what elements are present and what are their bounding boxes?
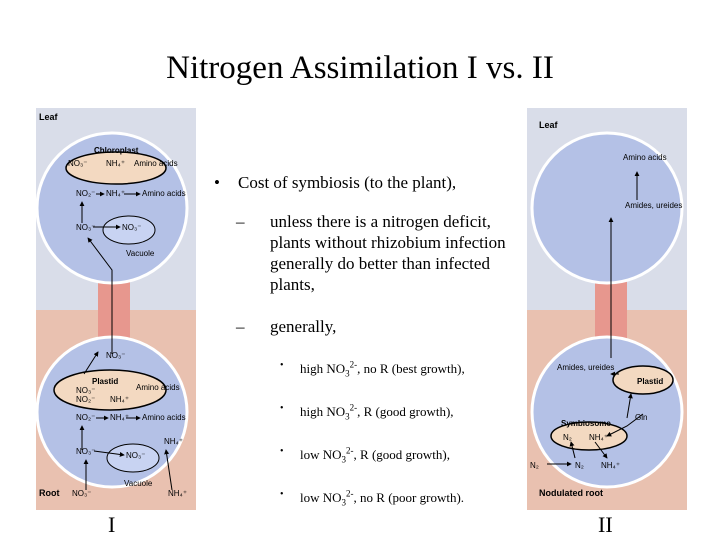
gln-label: Gln	[635, 413, 647, 422]
leaf-nh4: NH₄⁺	[106, 189, 125, 198]
plastid	[53, 369, 167, 411]
condition-list: • high NO32-, no R (best growth), • high NO…	[214, 355, 524, 514]
mid-n2: N₂	[575, 461, 584, 470]
leaf-cell	[530, 131, 684, 285]
right-diagram: Leaf Amino acids Amides, ureides Amides,…	[527, 108, 687, 510]
amides-label: Amides, ureides	[625, 201, 682, 210]
side-nh4: NH₄⁺	[164, 437, 183, 446]
chl-nh4: NH₄⁺	[106, 159, 125, 168]
condition-text: high NO32-, no R (best growth),	[300, 360, 465, 379]
small-bullet-marker: •	[280, 488, 284, 500]
pl-no2: NO₂⁻	[76, 395, 95, 404]
chl-no3: NO₃⁻	[68, 159, 87, 168]
root-label: Root	[39, 488, 60, 498]
amino-label: Amino acids	[623, 153, 667, 162]
ext-nh4: NH₄⁺	[168, 489, 187, 498]
leaf-no2: NO₂⁻	[76, 189, 95, 198]
vacuole2-label: Vacuole	[124, 479, 153, 488]
leaf-amino: Amino acids	[142, 189, 186, 198]
sym-nh4: NH₄⁺	[589, 433, 608, 442]
dash-marker: –	[236, 317, 245, 336]
small-bullet-marker: •	[280, 360, 284, 371]
slide-title: Nitrogen Assimilation I vs. II	[166, 50, 554, 86]
stem-no3: NO₃⁻	[106, 351, 125, 360]
sub-bullet-2: – generally,	[214, 316, 524, 337]
plastid-label: Plastid	[637, 377, 663, 386]
plastid-label: Plastid	[92, 377, 118, 386]
label-left: I	[108, 512, 116, 537]
root-nh4: NH₄⁺	[110, 413, 129, 422]
main-bullet-text: Cost of symbiosis (to the plant),	[238, 173, 457, 192]
ext-n2: N₂	[530, 461, 539, 470]
root-no2: NO₂⁻	[76, 413, 95, 422]
root-vacuole	[106, 443, 160, 473]
rvac-no3: NO₃⁻	[126, 451, 145, 460]
leaf-label: Leaf	[39, 112, 59, 122]
condition-text: low NO32-, no R (poor growth).	[300, 488, 465, 508]
sub-bullet-2-text: generally,	[270, 317, 337, 336]
dash-marker: –	[236, 212, 245, 231]
nodulated-label: Nodulated root	[539, 488, 603, 498]
pl-amino: Amino acids	[136, 383, 180, 392]
root-amino: Amino acids	[142, 413, 186, 422]
condition-item: • low NO32-, R (good growth),	[214, 441, 524, 471]
pl-nh4: NH₄⁺	[110, 395, 129, 404]
chloroplast	[65, 151, 167, 185]
leaf-no3: NO₃⁻	[76, 223, 95, 232]
condition-item: • high NO32-, no R (best growth),	[214, 355, 524, 385]
vacuole	[102, 215, 156, 245]
vac-no3: NO₃⁻	[122, 223, 141, 232]
sym-n2: N₂	[563, 433, 572, 442]
condition-item: • low NO32-, no R (poor growth).	[214, 484, 524, 514]
root-no3: NO₃⁻	[76, 447, 95, 456]
condition-text: high NO32-, R (good growth),	[300, 402, 454, 422]
condition-item: • high NO32-, R (good growth),	[214, 398, 524, 428]
chloroplast-label: Chloroplast	[94, 146, 139, 155]
root-amides-label: Amides, ureides	[557, 363, 614, 372]
sub-bullet-1-text: unless there is a nitrogen deficit, plan…	[270, 212, 506, 294]
label-right: II	[598, 512, 613, 537]
bullet-marker: •	[214, 173, 220, 192]
leaf-label: Leaf	[539, 120, 559, 130]
bullet-list: • Cost of symbiosis (to the plant), – un…	[214, 172, 524, 514]
ext-no3: NO₃⁻	[72, 489, 91, 498]
condition-text: low NO32-, R (good growth),	[300, 445, 450, 465]
symbiosome-label: Symbiosome	[561, 419, 611, 428]
main-bullet: • Cost of symbiosis (to the plant),	[214, 172, 524, 193]
small-bullet-marker: •	[280, 402, 284, 414]
chl-amino: Amino acids	[134, 159, 178, 168]
plastid	[612, 365, 674, 395]
sub-bullet-1: – unless there is a nitrogen deficit, pl…	[214, 211, 524, 295]
pl-no3: NO₃⁻	[76, 386, 95, 395]
ext-nh4: NH₄⁺	[601, 461, 620, 470]
vacuole-label: Vacuole	[126, 249, 155, 258]
left-diagram: Leaf Chloroplast NO₃⁻ NH₄⁺ Amino acids N…	[36, 108, 196, 510]
small-bullet-marker: •	[280, 445, 284, 457]
